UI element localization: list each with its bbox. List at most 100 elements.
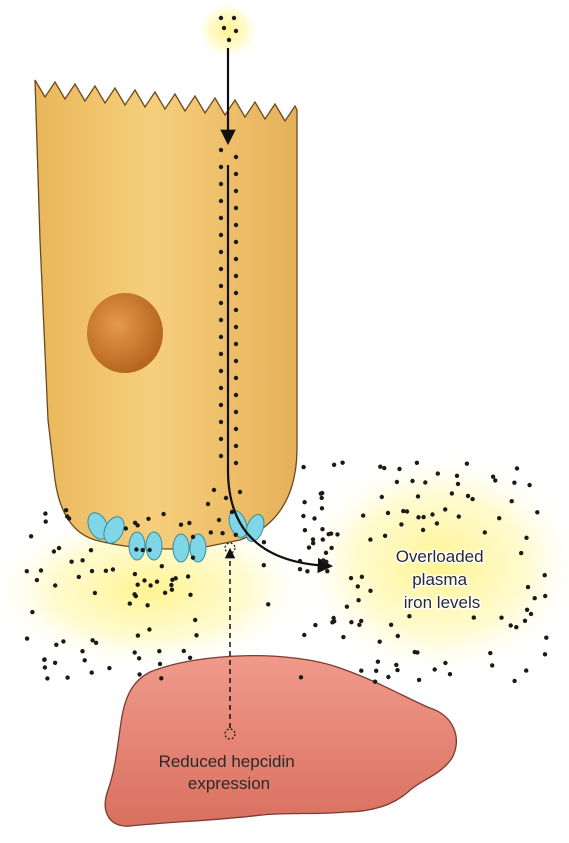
iron-particle-icon — [514, 625, 518, 629]
iron-particle-icon — [416, 494, 420, 498]
iron-particle-icon — [320, 496, 324, 500]
iron-particle-icon — [335, 532, 339, 536]
iron-particle-icon — [430, 512, 434, 516]
iron-particle-icon — [394, 663, 398, 667]
iron-particle-icon — [262, 540, 266, 544]
iron-particle-icon — [137, 656, 141, 660]
iron-particle-icon — [493, 478, 497, 482]
iron-particle-icon — [543, 652, 547, 656]
iron-particle-icon — [25, 569, 29, 573]
iron-particle-icon — [191, 535, 195, 539]
iron-particle-icon — [90, 670, 94, 674]
iron-particle-icon — [64, 508, 68, 512]
iron-particle-icon — [321, 558, 325, 562]
iron-particle-icon — [456, 482, 460, 486]
iron-particle-icon — [472, 615, 476, 619]
iron-particle-icon — [158, 662, 162, 666]
iron-particle-icon — [69, 560, 73, 564]
iron-particle-icon — [302, 633, 306, 637]
iron-particle-icon — [359, 619, 363, 623]
iron-particle-icon — [107, 666, 111, 670]
iron-particle-icon — [307, 545, 311, 549]
iron-particle-icon — [25, 636, 29, 640]
iron-particle-icon — [356, 584, 360, 588]
iron-particle-icon — [331, 616, 335, 620]
iron-particle-icon — [54, 643, 58, 647]
iron-particle-icon — [470, 497, 474, 501]
iron-particle-icon — [83, 658, 87, 662]
iron-particle-icon — [191, 556, 195, 560]
iron-particle-icon — [219, 16, 223, 20]
iron-particle-icon — [234, 240, 238, 244]
iron-particle-icon — [219, 250, 223, 254]
iron-particle-icon — [383, 534, 387, 538]
iron-particle-icon — [376, 660, 380, 664]
iron-particle-icon — [443, 661, 447, 665]
iron-particle-icon — [488, 651, 492, 655]
iron-particle-icon — [219, 182, 223, 186]
iron-particle-icon — [455, 474, 459, 478]
iron-particle-icon — [43, 665, 47, 669]
iron-particle-icon — [410, 479, 414, 483]
iron-particle-icon — [448, 672, 452, 676]
iron-particle-icon — [219, 216, 223, 220]
iron-particle-icon — [417, 678, 421, 682]
iron-particle-icon — [325, 569, 329, 573]
iron-particle-icon — [450, 491, 454, 495]
iron-particle-icon — [147, 548, 151, 552]
iron-particle-icon — [133, 572, 137, 576]
iron-particle-icon — [302, 500, 306, 504]
iron-particle-icon — [519, 551, 523, 555]
iron-particle-icon — [313, 623, 317, 627]
iron-particle-icon — [234, 155, 238, 159]
iron-particle-icon — [39, 568, 43, 572]
iron-particle-icon — [227, 38, 231, 42]
iron-particle-icon — [396, 634, 400, 638]
iron-particle-icon — [234, 274, 238, 278]
plasma-label-line: Overloaded — [396, 547, 484, 566]
iron-particle-icon — [93, 591, 97, 595]
iron-particle-icon — [234, 376, 238, 380]
iron-particle-icon — [234, 29, 238, 33]
iron-particle-icon — [234, 427, 238, 431]
iron-particle-icon — [399, 522, 403, 526]
iron-particle-icon — [148, 583, 152, 587]
iron-particle-icon — [415, 650, 419, 654]
iron-particle-icon — [234, 325, 238, 329]
iron-particle-icon — [340, 461, 344, 465]
iron-particle-icon — [527, 483, 531, 487]
iron-particle-icon — [234, 206, 238, 210]
iron-particle-icon — [529, 612, 533, 616]
iron-particle-icon — [386, 675, 390, 679]
iron-particle-icon — [219, 233, 223, 237]
iron-particle-icon — [380, 495, 384, 499]
iron-particle-icon — [515, 466, 519, 470]
iron-particle-icon — [395, 480, 399, 484]
iron-particle-icon — [319, 491, 323, 495]
iron-particle-icon — [368, 589, 372, 593]
iron-particle-icon — [483, 530, 487, 534]
iron-particle-icon — [359, 669, 363, 673]
iron-particle-icon — [111, 567, 115, 571]
iron-particle-icon — [543, 573, 547, 577]
iron-particle-icon — [361, 513, 365, 517]
iron-particle-icon — [80, 558, 84, 562]
iron-particle-icon — [217, 518, 221, 522]
iron-particle-icon — [466, 494, 470, 498]
iron-particle-icon — [30, 610, 34, 614]
iron-particle-icon — [219, 148, 223, 152]
iron-particle-icon — [234, 461, 238, 465]
iron-particle-icon — [356, 598, 360, 602]
iron-particle-icon — [324, 551, 328, 555]
iron-particle-icon — [543, 594, 547, 598]
iron-particle-icon — [491, 475, 495, 479]
iron-particle-icon — [299, 675, 303, 679]
iron-particle-icon — [89, 548, 93, 552]
iron-particle-icon — [133, 521, 137, 525]
hepcidin-label-line: expression — [188, 774, 270, 793]
iron-particle-icon — [311, 541, 315, 545]
iron-particle-icon — [238, 490, 242, 494]
iron-particle-icon — [407, 614, 411, 618]
iron-particle-icon — [357, 623, 361, 627]
iron-particle-icon — [219, 301, 223, 305]
